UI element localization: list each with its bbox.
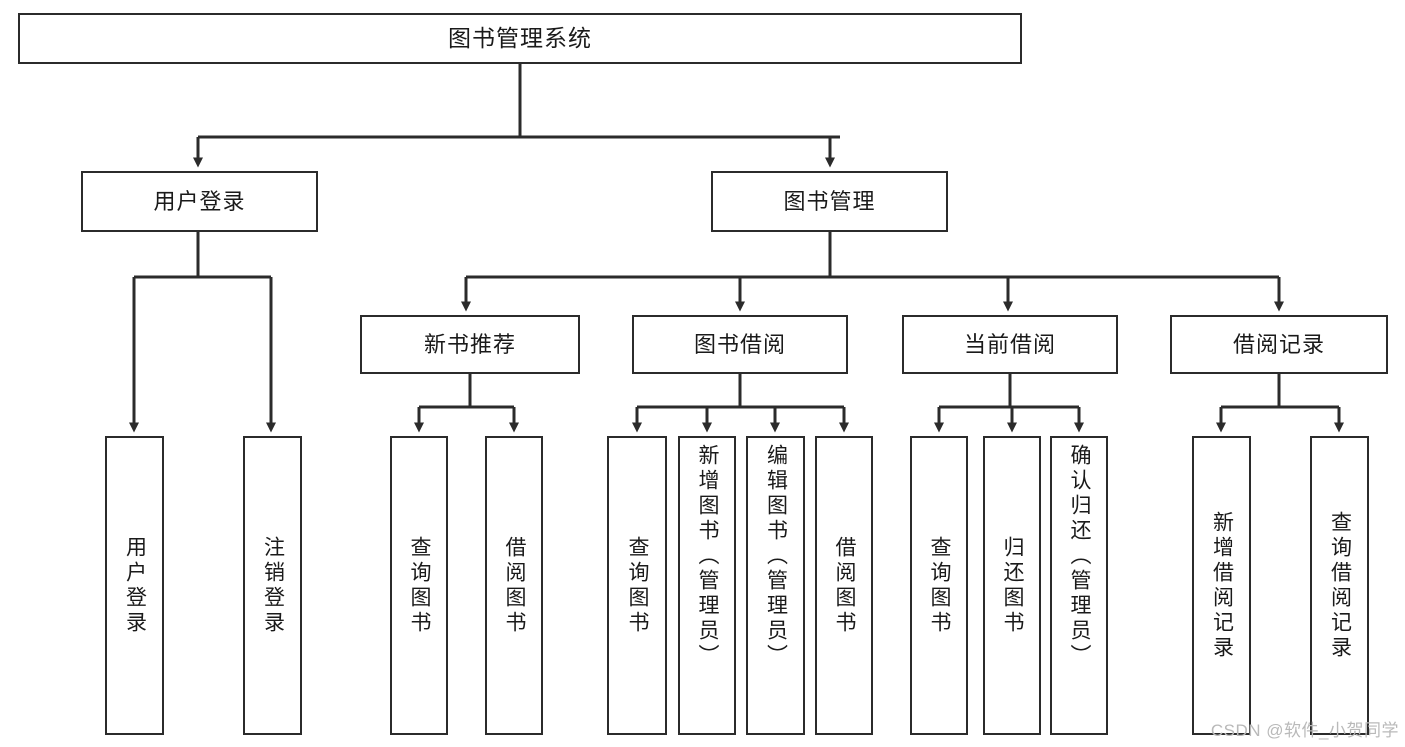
node-leaf-confirm-return-admin[interactable]: 确认归还（管理员） <box>1050 436 1108 735</box>
node-leaf-user-login[interactable]: 用户登录 <box>105 436 164 735</box>
node-leaf-query-book-current[interactable]: 查询图书 <box>910 436 968 735</box>
node-leaf-query-book-borrow[interactable]: 查询图书 <box>607 436 667 735</box>
csdn-watermark: CSDN @软件_小贺同学 <box>1210 721 1399 740</box>
node-label: 编辑图书（管理员） <box>764 444 788 669</box>
node-label: 借阅图书 <box>503 535 527 636</box>
node-level2-book-management[interactable]: 图书管理 <box>711 171 948 232</box>
node-level3-book-borrow[interactable]: 图书借阅 <box>632 315 848 374</box>
node-label: 借阅记录 <box>1232 331 1325 357</box>
node-level3-current-borrow[interactable]: 当前借阅 <box>902 315 1118 374</box>
node-leaf-query-book-rec[interactable]: 查询图书 <box>390 436 448 735</box>
node-label: 查询借阅记录 <box>1328 510 1352 661</box>
node-label: 图书管理系统 <box>448 25 592 52</box>
node-label: 借阅图书 <box>833 535 857 636</box>
node-leaf-return-book[interactable]: 归还图书 <box>983 436 1041 735</box>
node-level2-user-login[interactable]: 用户登录 <box>81 171 318 232</box>
node-root[interactable]: 图书管理系统 <box>18 13 1022 64</box>
node-level3-borrow-records[interactable]: 借阅记录 <box>1170 315 1388 374</box>
node-label: 新增借阅记录 <box>1210 510 1234 661</box>
node-leaf-borrow-book[interactable]: 借阅图书 <box>815 436 873 735</box>
node-label: 注销登录 <box>261 535 285 636</box>
node-level3-new-book-recommend[interactable]: 新书推荐 <box>360 315 580 374</box>
node-label: 新增图书（管理员） <box>696 444 720 669</box>
node-leaf-add-borrow-record[interactable]: 新增借阅记录 <box>1192 436 1251 735</box>
node-label: 图书管理 <box>783 188 876 214</box>
node-label: 确认归还（管理员） <box>1068 444 1092 669</box>
node-leaf-borrow-book-rec[interactable]: 借阅图书 <box>485 436 543 735</box>
node-label: 图书借阅 <box>693 331 786 357</box>
node-label: 用户登录 <box>153 188 246 214</box>
node-leaf-add-book-admin[interactable]: 新增图书（管理员） <box>678 436 736 735</box>
node-leaf-edit-book-admin[interactable]: 编辑图书（管理员） <box>746 436 805 735</box>
node-leaf-logout[interactable]: 注销登录 <box>243 436 302 735</box>
node-label: 查询图书 <box>626 535 650 636</box>
node-leaf-query-borrow-record[interactable]: 查询借阅记录 <box>1310 436 1369 735</box>
node-label: 用户登录 <box>123 535 147 636</box>
node-label: 归还图书 <box>1001 535 1025 636</box>
node-label: 当前借阅 <box>963 331 1056 357</box>
node-label: 查询图书 <box>408 535 432 636</box>
node-label: 查询图书 <box>928 535 952 636</box>
node-label: 新书推荐 <box>423 331 516 357</box>
